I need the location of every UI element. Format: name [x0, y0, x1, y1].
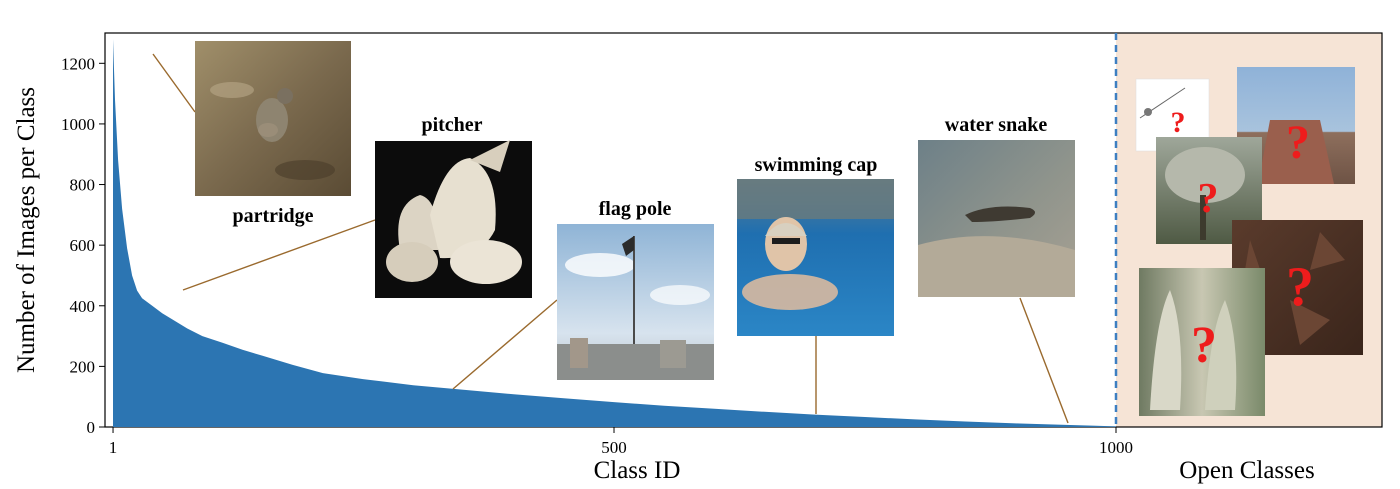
y-tick-label: 200	[70, 357, 96, 376]
flag-pole-image	[557, 224, 714, 380]
class-frequency-area	[113, 39, 1116, 427]
annotation-label-pitcher: pitcher	[421, 114, 482, 136]
annotation-label-partridge: partridge	[232, 205, 313, 227]
open-class-question-mark-5: ?	[1191, 317, 1217, 374]
x-tick-label: 1	[109, 438, 118, 457]
open-class-question-mark-3: ?	[1198, 176, 1219, 222]
x-tick-label: 1000	[1099, 438, 1133, 457]
y-tick-label: 1000	[61, 115, 95, 134]
open-class-question-mark-2: ?	[1286, 116, 1310, 169]
pitcher-image	[375, 140, 532, 298]
y-tick-label: 800	[70, 176, 96, 195]
y-tick-label: 600	[70, 236, 96, 255]
annotation-label-water-snake: water snake	[945, 114, 1048, 136]
connector-partridge	[152, 53, 196, 113]
open-class-image-bok-choy: ?	[1139, 268, 1265, 416]
connector-pitcher	[182, 219, 376, 291]
swimming-cap-image	[737, 179, 894, 336]
x-axis: 1 500 1000	[109, 427, 1133, 457]
partridge-image	[195, 41, 351, 196]
connector-flag-pole	[452, 299, 558, 390]
open-class-question-mark-4: ?	[1286, 256, 1314, 318]
y-tick-label: 0	[87, 418, 96, 437]
y-axis: 0 200 400 600 800 1000 1200	[61, 54, 105, 437]
annotation-label-flag-pole: flag pole	[599, 198, 672, 220]
open-classes-label: Open Classes	[1179, 457, 1314, 484]
connector-water-snake	[1019, 297, 1069, 424]
water-snake-image	[918, 140, 1075, 297]
x-axis-label: Class ID	[594, 457, 681, 484]
y-axis-label: Number of Images per Class	[13, 87, 40, 373]
annotation-label-swimming-cap: swimming cap	[755, 154, 878, 176]
open-class-image-tree: ?	[1156, 137, 1262, 244]
y-tick-label: 400	[70, 297, 96, 316]
y-tick-label: 1200	[61, 54, 95, 73]
open-class-question-mark-1: ?	[1171, 106, 1186, 139]
x-tick-label: 500	[601, 438, 627, 457]
annotation-connectors	[152, 53, 1069, 424]
